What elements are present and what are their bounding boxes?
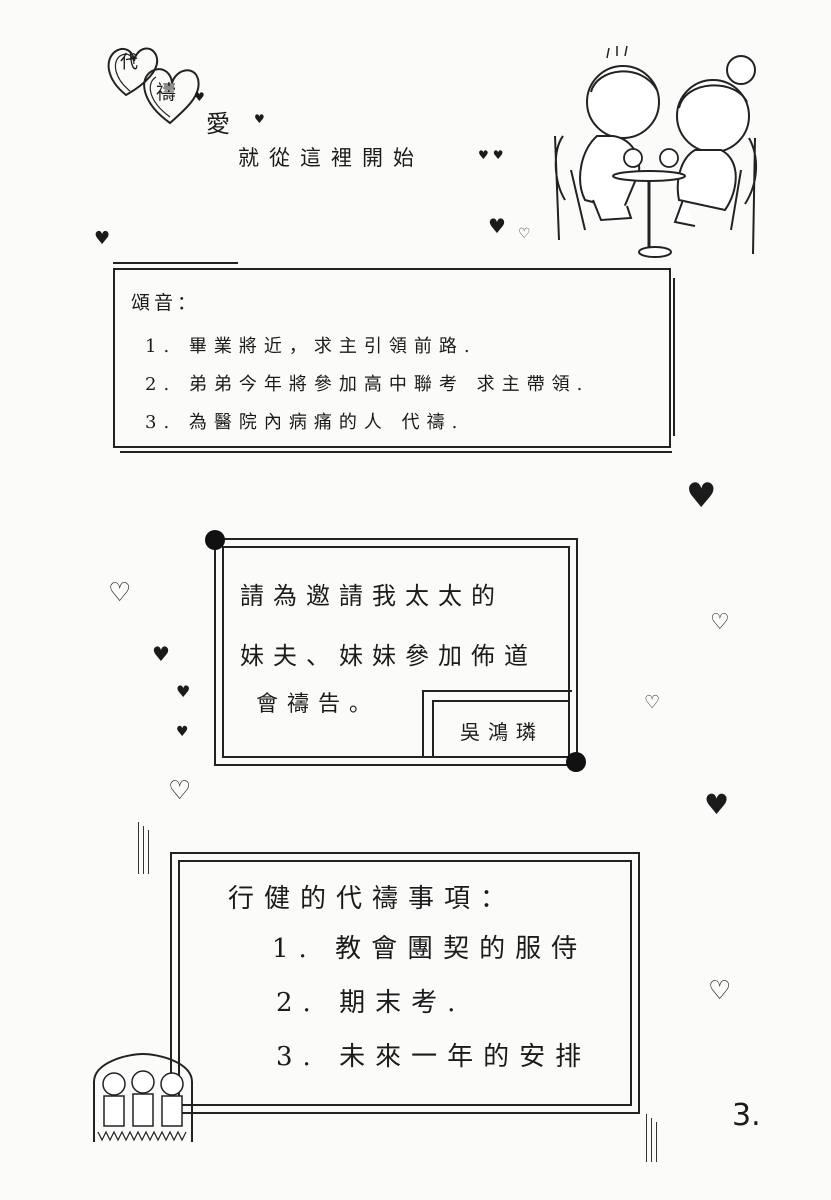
striped-heart-icon: ♥ (686, 476, 717, 516)
heart-frames-illustration (107, 47, 200, 125)
invitation-box-outer (214, 538, 578, 766)
title-char-2: 禱 (156, 80, 176, 104)
prayer-box-2 (178, 860, 632, 1106)
heart-outline-icon: ♡ (168, 776, 192, 806)
heart-outline-icon: ♡ (710, 610, 730, 635)
heart-icon: ♥ (176, 724, 189, 740)
subtitle: 就從這裡開始 (238, 146, 424, 170)
heart-outline-icon: ♡ (644, 692, 661, 713)
signature-frame (422, 690, 572, 756)
small-heart-icon: ♥ (254, 112, 265, 126)
prayer-item: 3. 為醫院內病痛的人 代禱. (145, 412, 465, 433)
prayer-item: 1. 畢業將近，求主引領前路. (145, 336, 477, 357)
corner-dot (566, 752, 586, 772)
box-decoration-line (673, 278, 675, 436)
signature-frame (432, 700, 570, 756)
heart-icon: ♥ (94, 228, 111, 249)
prayer-box-1: 頌音： 1. 畢業將近，求主引領前路. 2. 弟弟今年將參加高中聯考 求主帶領.… (113, 268, 671, 448)
prayer-box-1-heading: 頌音： (131, 292, 201, 314)
box-decoration-line (113, 262, 238, 264)
small-heart-icon: ♥ (194, 90, 205, 104)
signature: 吳鴻璘 (460, 720, 544, 744)
title-tail: 愛 (206, 110, 230, 138)
invitation-line: 請為邀請我太太的 (240, 582, 504, 610)
prayer-item: 1. 教會團契的服侍 (272, 934, 588, 964)
couple-illustration (554, 45, 758, 258)
heart-outline-icon: ♡ (708, 976, 732, 1006)
title-char-1: 代 (120, 52, 138, 73)
invitation-line: 妹夫、妹妹參加佈道 (240, 642, 537, 670)
praying-children-illustration (93, 1052, 193, 1142)
heart-icon: ♥ (152, 642, 170, 666)
heart-outline-icon: ♡ (108, 578, 132, 608)
heart-icon: ♥ (176, 682, 191, 701)
heart-icon: ♥ (488, 214, 506, 238)
prayer-item: 2. 弟弟今年將參加高中聯考 求主帶領. (145, 374, 590, 395)
invitation-box (222, 546, 570, 758)
heart-icon: ♥ (704, 788, 730, 821)
prayer-item: 2. 期末考. (276, 988, 466, 1018)
box-decoration-line (120, 451, 672, 453)
prayer-box-2-outer (170, 852, 640, 1114)
prayer-box-2-heading: 行健的代禱事項： (228, 884, 517, 914)
heart-outline-icon: ♡ (518, 226, 531, 242)
heart-pair-icon: ♥♥ (478, 148, 508, 162)
corner-dot (205, 530, 225, 550)
prayer-item: 3. 未來一年的安排 (276, 1042, 592, 1072)
page-number: 3. (732, 1098, 761, 1133)
invitation-line: 會禱告。 (256, 692, 381, 717)
